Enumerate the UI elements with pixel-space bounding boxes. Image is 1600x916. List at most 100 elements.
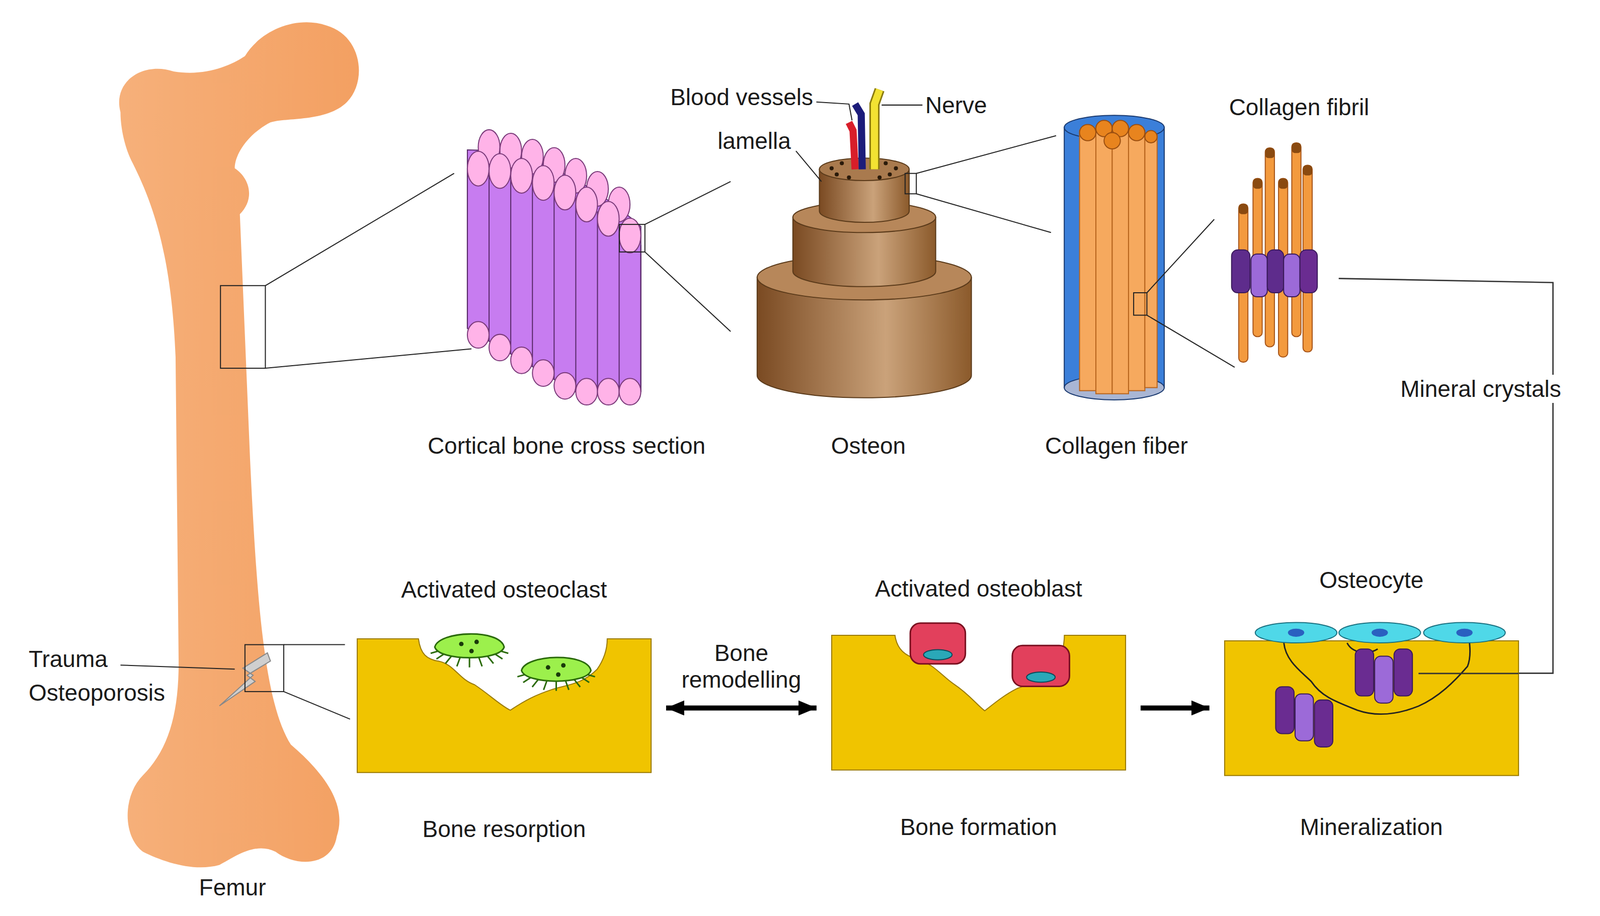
femur-bone xyxy=(245,645,284,692)
zoom-lines xyxy=(645,252,731,332)
bone-panel-art xyxy=(445,656,452,664)
label-box: Collagen fibril xyxy=(1229,94,1370,121)
cortical-bone xyxy=(489,334,511,362)
panel-caption: Bone resorption xyxy=(357,816,652,843)
osteon xyxy=(874,89,880,170)
bone-panel-art xyxy=(357,638,652,773)
bone-panel-art xyxy=(574,679,581,687)
bone-panel-art xyxy=(517,657,595,691)
part-label: Collagen fiber xyxy=(1045,432,1188,460)
bone-panel-art xyxy=(468,648,474,654)
collagen-fiber xyxy=(1146,315,1235,368)
label-box: Trauma xyxy=(28,646,108,673)
cortical-bone xyxy=(553,175,576,210)
part-label: Cortical bone cross section xyxy=(427,432,706,460)
bone-panel-art xyxy=(1295,693,1314,741)
femur-bone xyxy=(283,644,346,646)
cortical-bone xyxy=(553,187,555,380)
bone-panel-art xyxy=(1287,628,1304,637)
label-box: Cortical bone cross section xyxy=(427,432,706,460)
bone-panel-art xyxy=(1418,672,1519,675)
collagen-fibril xyxy=(1283,254,1300,297)
part-label: Nerve xyxy=(925,92,988,119)
bone-panel-art xyxy=(478,657,483,667)
femur-bone xyxy=(265,173,454,286)
osteon xyxy=(905,173,917,195)
edge-label-box: Bone remodelling xyxy=(681,640,802,694)
bone-panel-art xyxy=(1255,622,1337,644)
cortical-bone xyxy=(619,378,642,406)
process-arrow xyxy=(1140,705,1210,711)
cortical-bone xyxy=(619,218,642,254)
bone-panel-art xyxy=(565,681,569,690)
collagen-fibril xyxy=(1231,250,1251,293)
cortical-bone xyxy=(640,245,642,392)
bone-panel-art xyxy=(1393,649,1413,696)
bone-panel-art xyxy=(1224,641,1519,776)
cortical-bone xyxy=(532,165,554,201)
bone-panel-art xyxy=(555,681,557,691)
bone-panel-art xyxy=(910,623,966,665)
collagen-fiber xyxy=(1128,130,1145,391)
label-box: Collagen fiber xyxy=(1045,432,1188,460)
cortical-bone xyxy=(575,378,598,406)
cortical-bone xyxy=(488,169,490,342)
panel-heading: Osteocyte xyxy=(1224,567,1519,594)
bone-panel-art xyxy=(487,656,494,664)
bone-panel-art xyxy=(831,635,1126,771)
label-box: Femur xyxy=(199,874,267,902)
bone-panel-art xyxy=(456,657,460,667)
collagen-fiber xyxy=(1103,132,1120,149)
cortical-bone xyxy=(467,149,642,392)
femur-bone xyxy=(220,285,266,369)
collagen-fibril xyxy=(1300,250,1318,293)
collagen-fiber xyxy=(1128,124,1145,141)
label-box: lamella xyxy=(717,127,791,155)
cortical-bone xyxy=(467,321,490,349)
collagen-fiber xyxy=(1095,126,1112,394)
collagen-fibril xyxy=(1338,278,1554,674)
bone-panel-art xyxy=(1456,628,1473,637)
bone-panel-art xyxy=(545,665,551,670)
osteon xyxy=(855,104,863,170)
osteon xyxy=(916,193,1052,233)
bone-panel-art xyxy=(458,641,464,647)
collagen-fiber xyxy=(1144,134,1157,388)
cortical-bone xyxy=(489,153,511,189)
collagen-fibril xyxy=(1250,254,1267,297)
osteon xyxy=(848,122,855,170)
osteon xyxy=(894,166,899,171)
collagen-fiber xyxy=(1079,120,1158,149)
cortical-bone xyxy=(597,201,619,237)
osteon xyxy=(887,172,892,177)
bone-panel-art xyxy=(1354,649,1374,696)
femur-bone xyxy=(265,349,472,369)
cortical-bone xyxy=(466,168,468,329)
cortical-bone xyxy=(510,158,533,194)
osteon xyxy=(834,172,839,177)
bone-panel-art xyxy=(1338,622,1421,644)
collagen-fiber xyxy=(1146,219,1215,293)
bone-panel-art xyxy=(1423,622,1505,644)
bone-panel xyxy=(357,638,652,773)
collagen-fiber xyxy=(1079,124,1096,141)
bone-panel-art xyxy=(532,679,539,687)
label-box: Osteon xyxy=(831,432,906,460)
collagen-fiber xyxy=(1064,115,1235,400)
bone-panel-art xyxy=(357,638,652,773)
osteon xyxy=(757,89,1057,398)
osteon xyxy=(881,104,923,106)
part-label: Collagen fibril xyxy=(1229,94,1370,121)
label-box: Blood vessels xyxy=(670,84,814,111)
bone-panel-art xyxy=(430,633,509,668)
cortical-bone xyxy=(467,151,490,187)
bone-panel xyxy=(1224,641,1519,776)
collagen-fibril xyxy=(1291,142,1301,337)
cortical-bone xyxy=(531,179,533,367)
cortical-bone xyxy=(553,372,576,400)
cortical-bone xyxy=(575,187,598,222)
